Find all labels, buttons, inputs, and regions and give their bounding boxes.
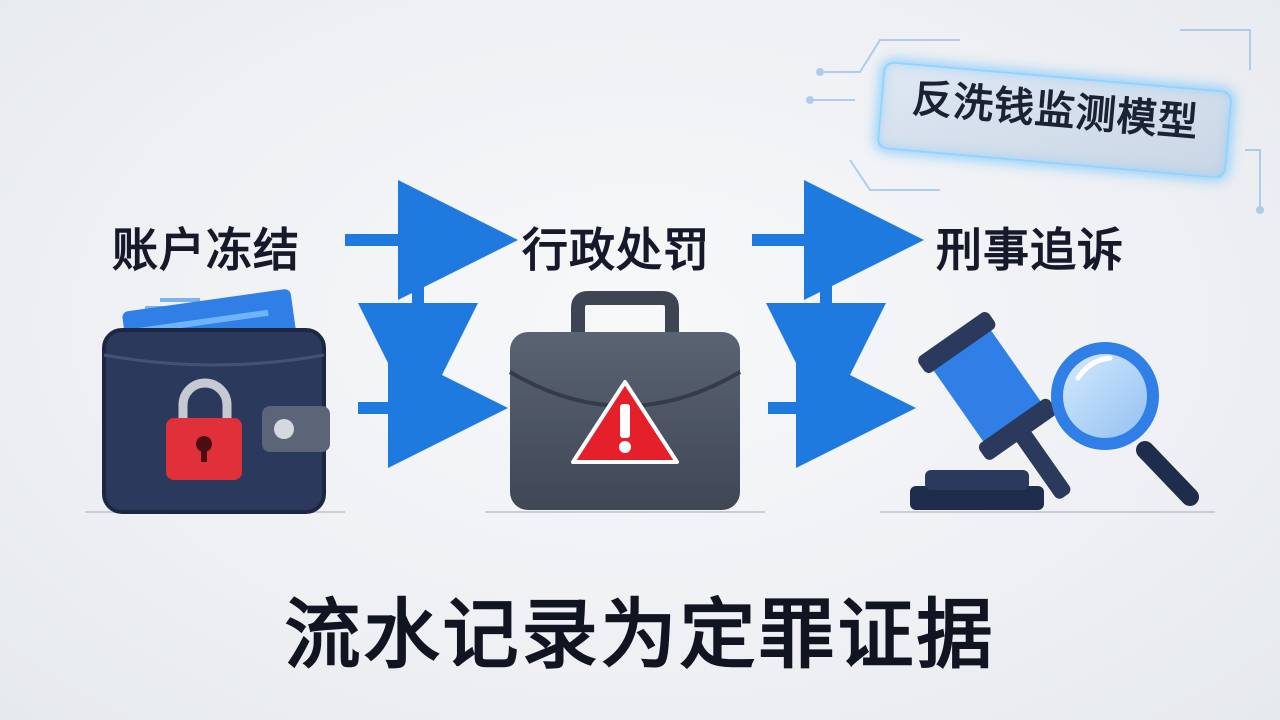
- bottom-caption: 流水记录为定罪证据: [284, 590, 996, 679]
- gavel-magnifier-icon: [910, 311, 1199, 510]
- step-label-criminal-prosecution: 刑事追诉: [936, 223, 1124, 277]
- briefcase-warning-icon: [508, 291, 742, 510]
- arrow-group-1: [345, 180, 518, 468]
- circuit-decoration: [806, 29, 1264, 214]
- locked-wallet-icon: [102, 289, 330, 514]
- step-label-account-freeze: 账户冻结: [112, 223, 300, 277]
- step-label-administrative-penalty: 行政处罚: [522, 223, 710, 277]
- arrow-group-2: [752, 180, 924, 468]
- arrow-down-2: [766, 234, 886, 423]
- arrow-down-1: [358, 234, 478, 423]
